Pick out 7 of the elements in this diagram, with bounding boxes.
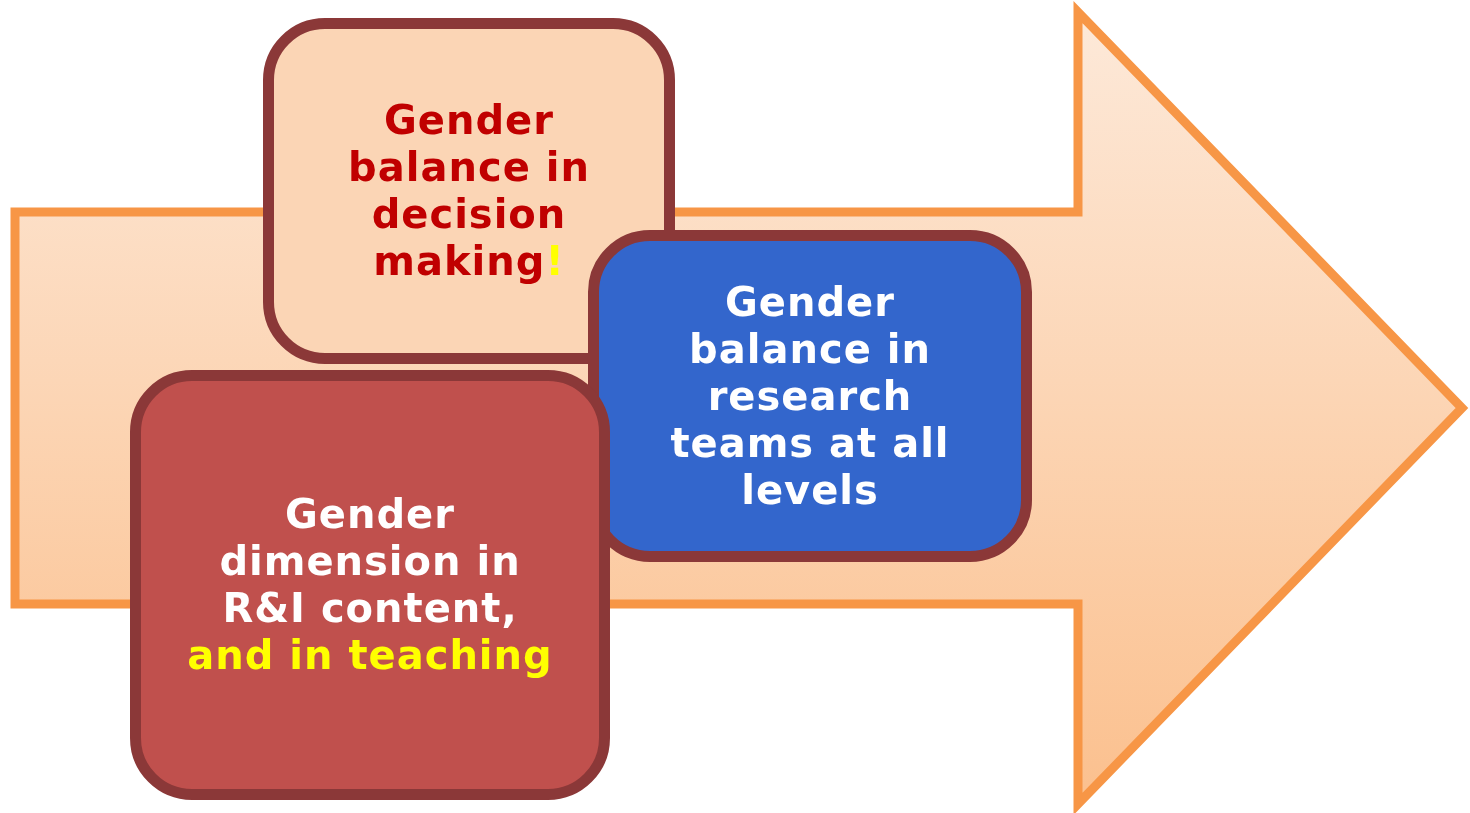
rounded-box — [588, 230, 1032, 562]
box-text: Gender balance in decision making! — [347, 97, 591, 285]
rounded-box — [263, 18, 675, 364]
rounded-box — [130, 370, 610, 800]
box-text: Gender balance in research teams at all levels — [669, 278, 951, 514]
box-text: Gender dimension in R&I content, — [218, 491, 522, 632]
box-text: and in teaching — [187, 632, 553, 679]
